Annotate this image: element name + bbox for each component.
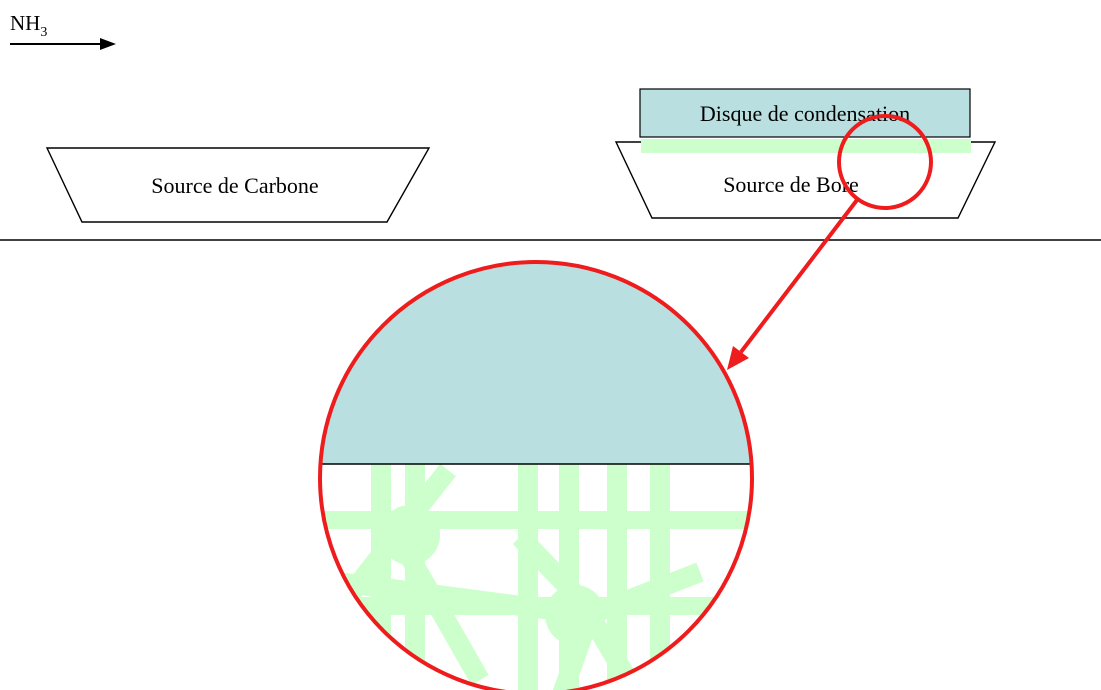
- zoom-view: [320, 262, 752, 690]
- gas-label: NH3: [10, 11, 47, 40]
- catalyst-particle: [545, 585, 605, 645]
- boron-source-vessel: Source de Bore: [614, 139, 997, 219]
- boron-source-label: Source de Bore: [723, 172, 859, 197]
- gas-flow: NH3: [10, 11, 116, 50]
- nanotube-network: [320, 463, 752, 690]
- gas-arrow-head-icon: [100, 38, 116, 50]
- zoom-circle-outline: [318, 260, 754, 690]
- highlight-circle: [837, 114, 933, 210]
- zoom-disk-region: [320, 262, 752, 464]
- carbon-source-vessel: Source de Carbone: [45, 147, 431, 223]
- catalyst-particle: [380, 505, 440, 565]
- carbon-source-label: Source de Carbone: [151, 173, 318, 198]
- nanotube-diagonal-strands: [320, 463, 704, 690]
- zoom-pointer-line: [739, 198, 859, 354]
- zoom-pointer-arrowhead-icon: [727, 346, 749, 370]
- condensation-disk-label: Disque de condensation: [700, 101, 910, 126]
- carbon-source-crucible: [45, 147, 431, 223]
- deposit-layer: [641, 139, 971, 153]
